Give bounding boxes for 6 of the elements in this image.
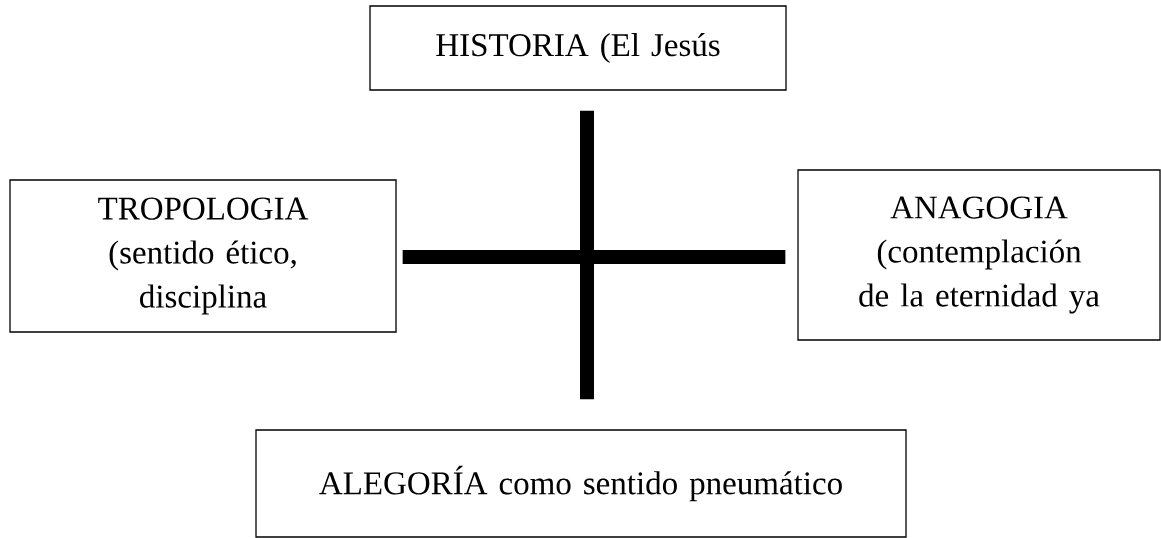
connector-line <box>402 250 786 264</box>
text-box: TROPOLOGIA (sentido ético, disciplina <box>9 179 397 333</box>
connector-line <box>580 110 594 400</box>
text-box: ALEGORÍA como sentido pneumático <box>255 429 907 538</box>
text-box: ANAGOGIA (contemplación de la eternidad ya <box>797 169 1161 341</box>
text-box: HISTORIA (El Jesús <box>369 5 787 91</box>
